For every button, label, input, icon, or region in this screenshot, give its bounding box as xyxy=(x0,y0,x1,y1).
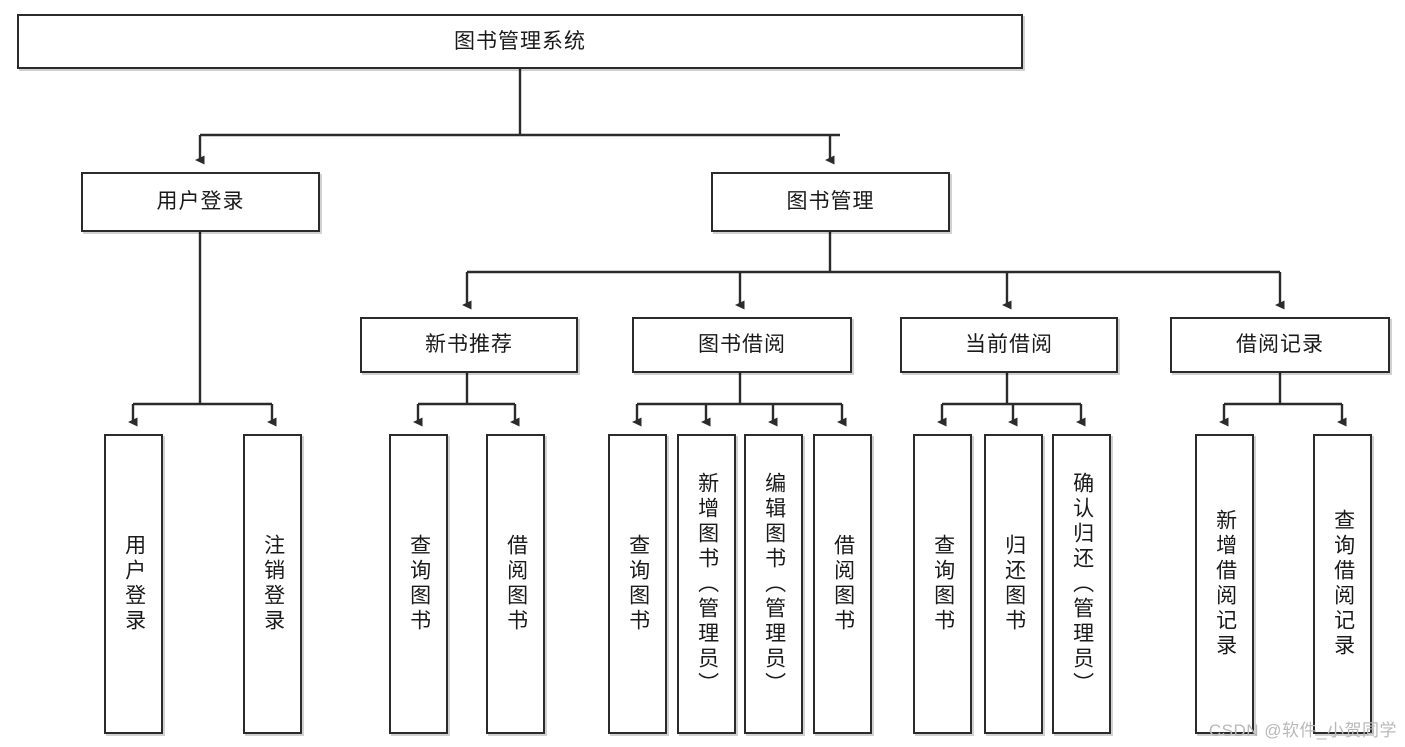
node-leaf-query-book-rec-label: 查询图书 xyxy=(407,534,431,634)
node-leaf-add-record[interactable]: 新增借阅记录 xyxy=(1195,434,1254,734)
node-leaf-query-book-borrow[interactable]: 查询图书 xyxy=(608,434,667,734)
node-book-borrow[interactable]: 图书借阅 xyxy=(632,317,852,373)
node-leaf-query-record[interactable]: 查询借阅记录 xyxy=(1313,434,1372,734)
node-book-manage[interactable]: 图书管理 xyxy=(711,172,950,232)
node-leaf-edit-book[interactable]: 编辑图书（管理员） xyxy=(744,434,803,734)
node-root-label: 图书管理系统 xyxy=(454,29,586,53)
node-leaf-return-book[interactable]: 归还图书 xyxy=(984,434,1043,734)
watermark-text: CSDN @软件_小贺同学 xyxy=(1208,721,1397,740)
node-borrow-record[interactable]: 借阅记录 xyxy=(1170,317,1390,373)
node-leaf-add-record-label: 新增借阅记录 xyxy=(1213,509,1237,659)
node-leaf-user-logout-label: 注销登录 xyxy=(261,534,285,634)
node-leaf-query-book-rec[interactable]: 查询图书 xyxy=(389,434,448,734)
node-leaf-borrow-book[interactable]: 借阅图书 xyxy=(813,434,872,734)
node-leaf-add-book[interactable]: 新增图书（管理员） xyxy=(677,434,736,734)
node-user-login-label: 用户登录 xyxy=(156,190,245,214)
node-current-borrow[interactable]: 当前借阅 xyxy=(900,317,1118,373)
node-user-login[interactable]: 用户登录 xyxy=(81,172,320,232)
node-root[interactable]: 图书管理系统 xyxy=(17,14,1023,69)
node-book-manage-label: 图书管理 xyxy=(786,190,875,214)
node-current-borrow-label: 当前借阅 xyxy=(965,333,1053,357)
node-new-book-recommend-label: 新书推荐 xyxy=(425,333,513,357)
node-leaf-user-logout[interactable]: 注销登录 xyxy=(243,434,302,734)
node-leaf-borrow-book-rec[interactable]: 借阅图书 xyxy=(486,434,545,734)
node-leaf-borrow-book-rec-label: 借阅图书 xyxy=(504,534,528,634)
node-leaf-query-book-current-label: 查询图书 xyxy=(931,534,955,634)
node-borrow-record-label: 借阅记录 xyxy=(1236,333,1324,357)
node-leaf-query-book-current[interactable]: 查询图书 xyxy=(913,434,972,734)
node-leaf-return-book-label: 归还图书 xyxy=(1002,534,1026,634)
node-new-book-recommend[interactable]: 新书推荐 xyxy=(360,317,578,373)
node-leaf-confirm-return[interactable]: 确认归还（管理员） xyxy=(1052,434,1111,734)
node-leaf-query-record-label: 查询借阅记录 xyxy=(1331,509,1355,659)
node-leaf-edit-book-label: 编辑图书（管理员） xyxy=(762,471,786,697)
node-leaf-query-book-borrow-label: 查询图书 xyxy=(626,534,650,634)
node-leaf-add-book-label: 新增图书（管理员） xyxy=(695,471,719,697)
node-leaf-borrow-book-label: 借阅图书 xyxy=(831,534,855,634)
node-book-borrow-label: 图书借阅 xyxy=(698,333,786,357)
node-leaf-confirm-return-label: 确认归还（管理员） xyxy=(1070,471,1094,697)
node-leaf-user-login-label: 用户登录 xyxy=(122,534,146,634)
node-leaf-user-login[interactable]: 用户登录 xyxy=(104,434,163,734)
